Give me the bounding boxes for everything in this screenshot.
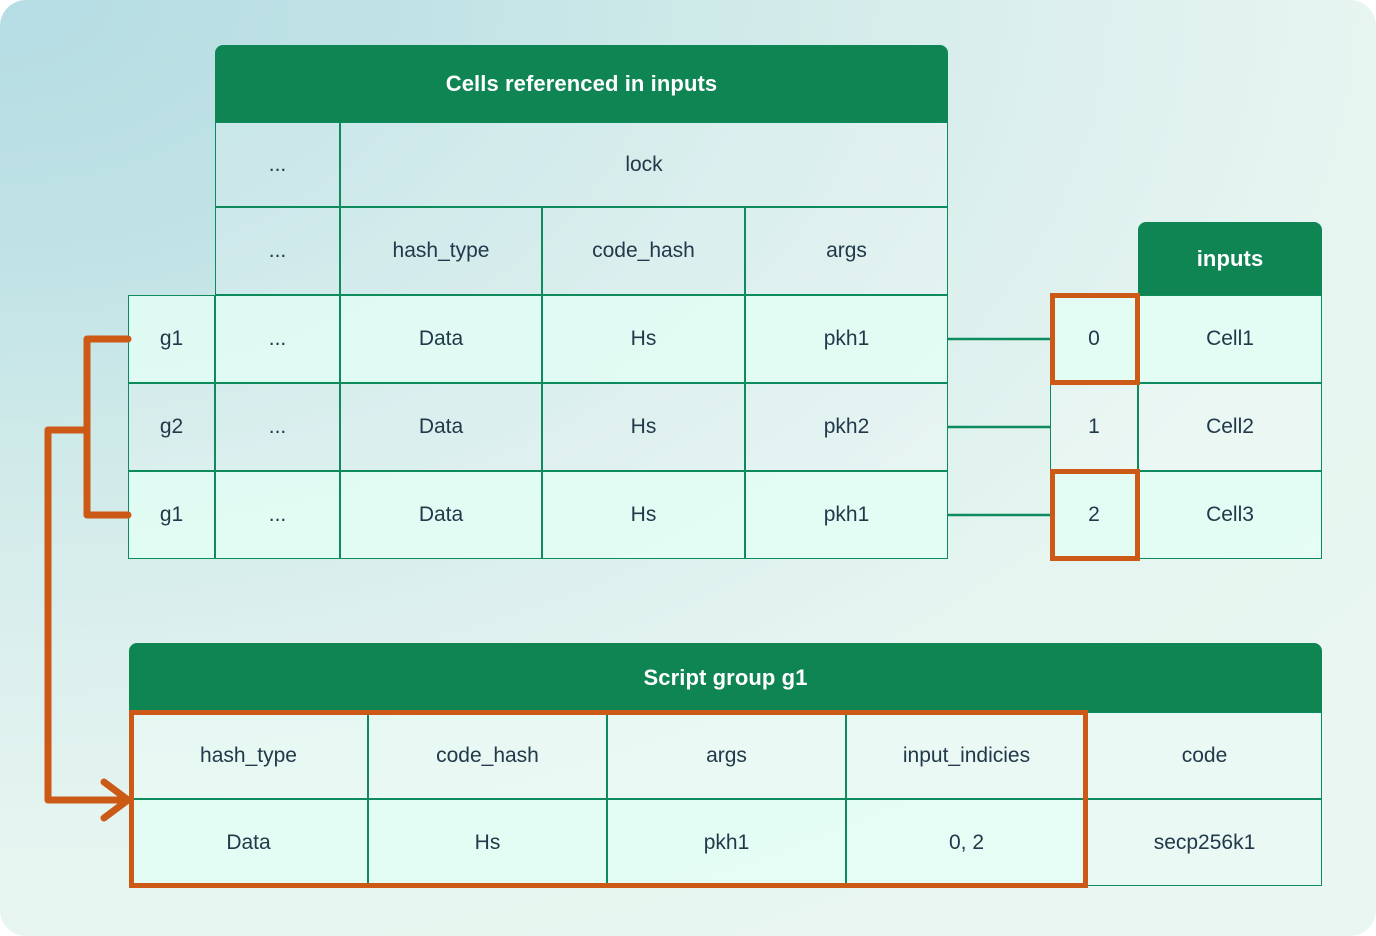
script-group-header-hash-type: hash_type [129,712,368,799]
cells-row-code-hash-1: Hs [542,383,745,471]
g1-bracket-stem [44,426,126,804]
cells-row-ellipsis-2: ... [215,471,340,559]
cells-ellipsis-top: ... [215,122,340,207]
script-group-header-args: args [607,712,846,799]
cells-referenced-title: Cells referenced in inputs [215,45,948,122]
cells-row-ellipsis-1: ... [215,383,340,471]
cells-header-args: args [745,207,948,295]
cells-row-code-hash-0: Hs [542,295,745,383]
cells-lock-header: lock [340,122,948,207]
cells-row-group-1: g2 [128,383,215,471]
cells-row-code-hash-2: Hs [542,471,745,559]
script-group-value-args: pkh1 [607,799,846,886]
script-group-header-code-hash: code_hash [368,712,607,799]
cells-header-code-hash: code_hash [542,207,745,295]
inputs-cell-2: Cell3 [1138,471,1322,559]
inputs-cell-1: Cell2 [1138,383,1322,471]
cells-ellipsis-header: ... [215,207,340,295]
script-group-value-input-indicies: 0, 2 [846,799,1087,886]
cells-header-hash-type: hash_type [340,207,542,295]
script-group-value-code: secp256k1 [1087,799,1322,886]
cells-row-ellipsis-0: ... [215,295,340,383]
cells-row-hash-type-1: Data [340,383,542,471]
cells-row-group-0: g1 [128,295,215,383]
cells-row-group-2: g1 [128,471,215,559]
cells-row-args-0: pkh1 [745,295,948,383]
script-group-value-code-hash: Hs [368,799,607,886]
script-group-header-code: code [1087,712,1322,799]
g1-bracket-path [83,335,132,519]
inputs-title: inputs [1138,222,1322,295]
cells-row-args-1: pkh2 [745,383,948,471]
script-group-value-hash-type: Data [129,799,368,886]
cells-row-hash-type-2: Data [340,471,542,559]
cells-row-hash-type-0: Data [340,295,542,383]
inputs-cell-0: Cell1 [1138,295,1322,383]
cells-row-args-2: pkh1 [745,471,948,559]
script-group-title: Script group g1 [129,643,1322,712]
arrow-head-to-script-group [100,778,132,822]
